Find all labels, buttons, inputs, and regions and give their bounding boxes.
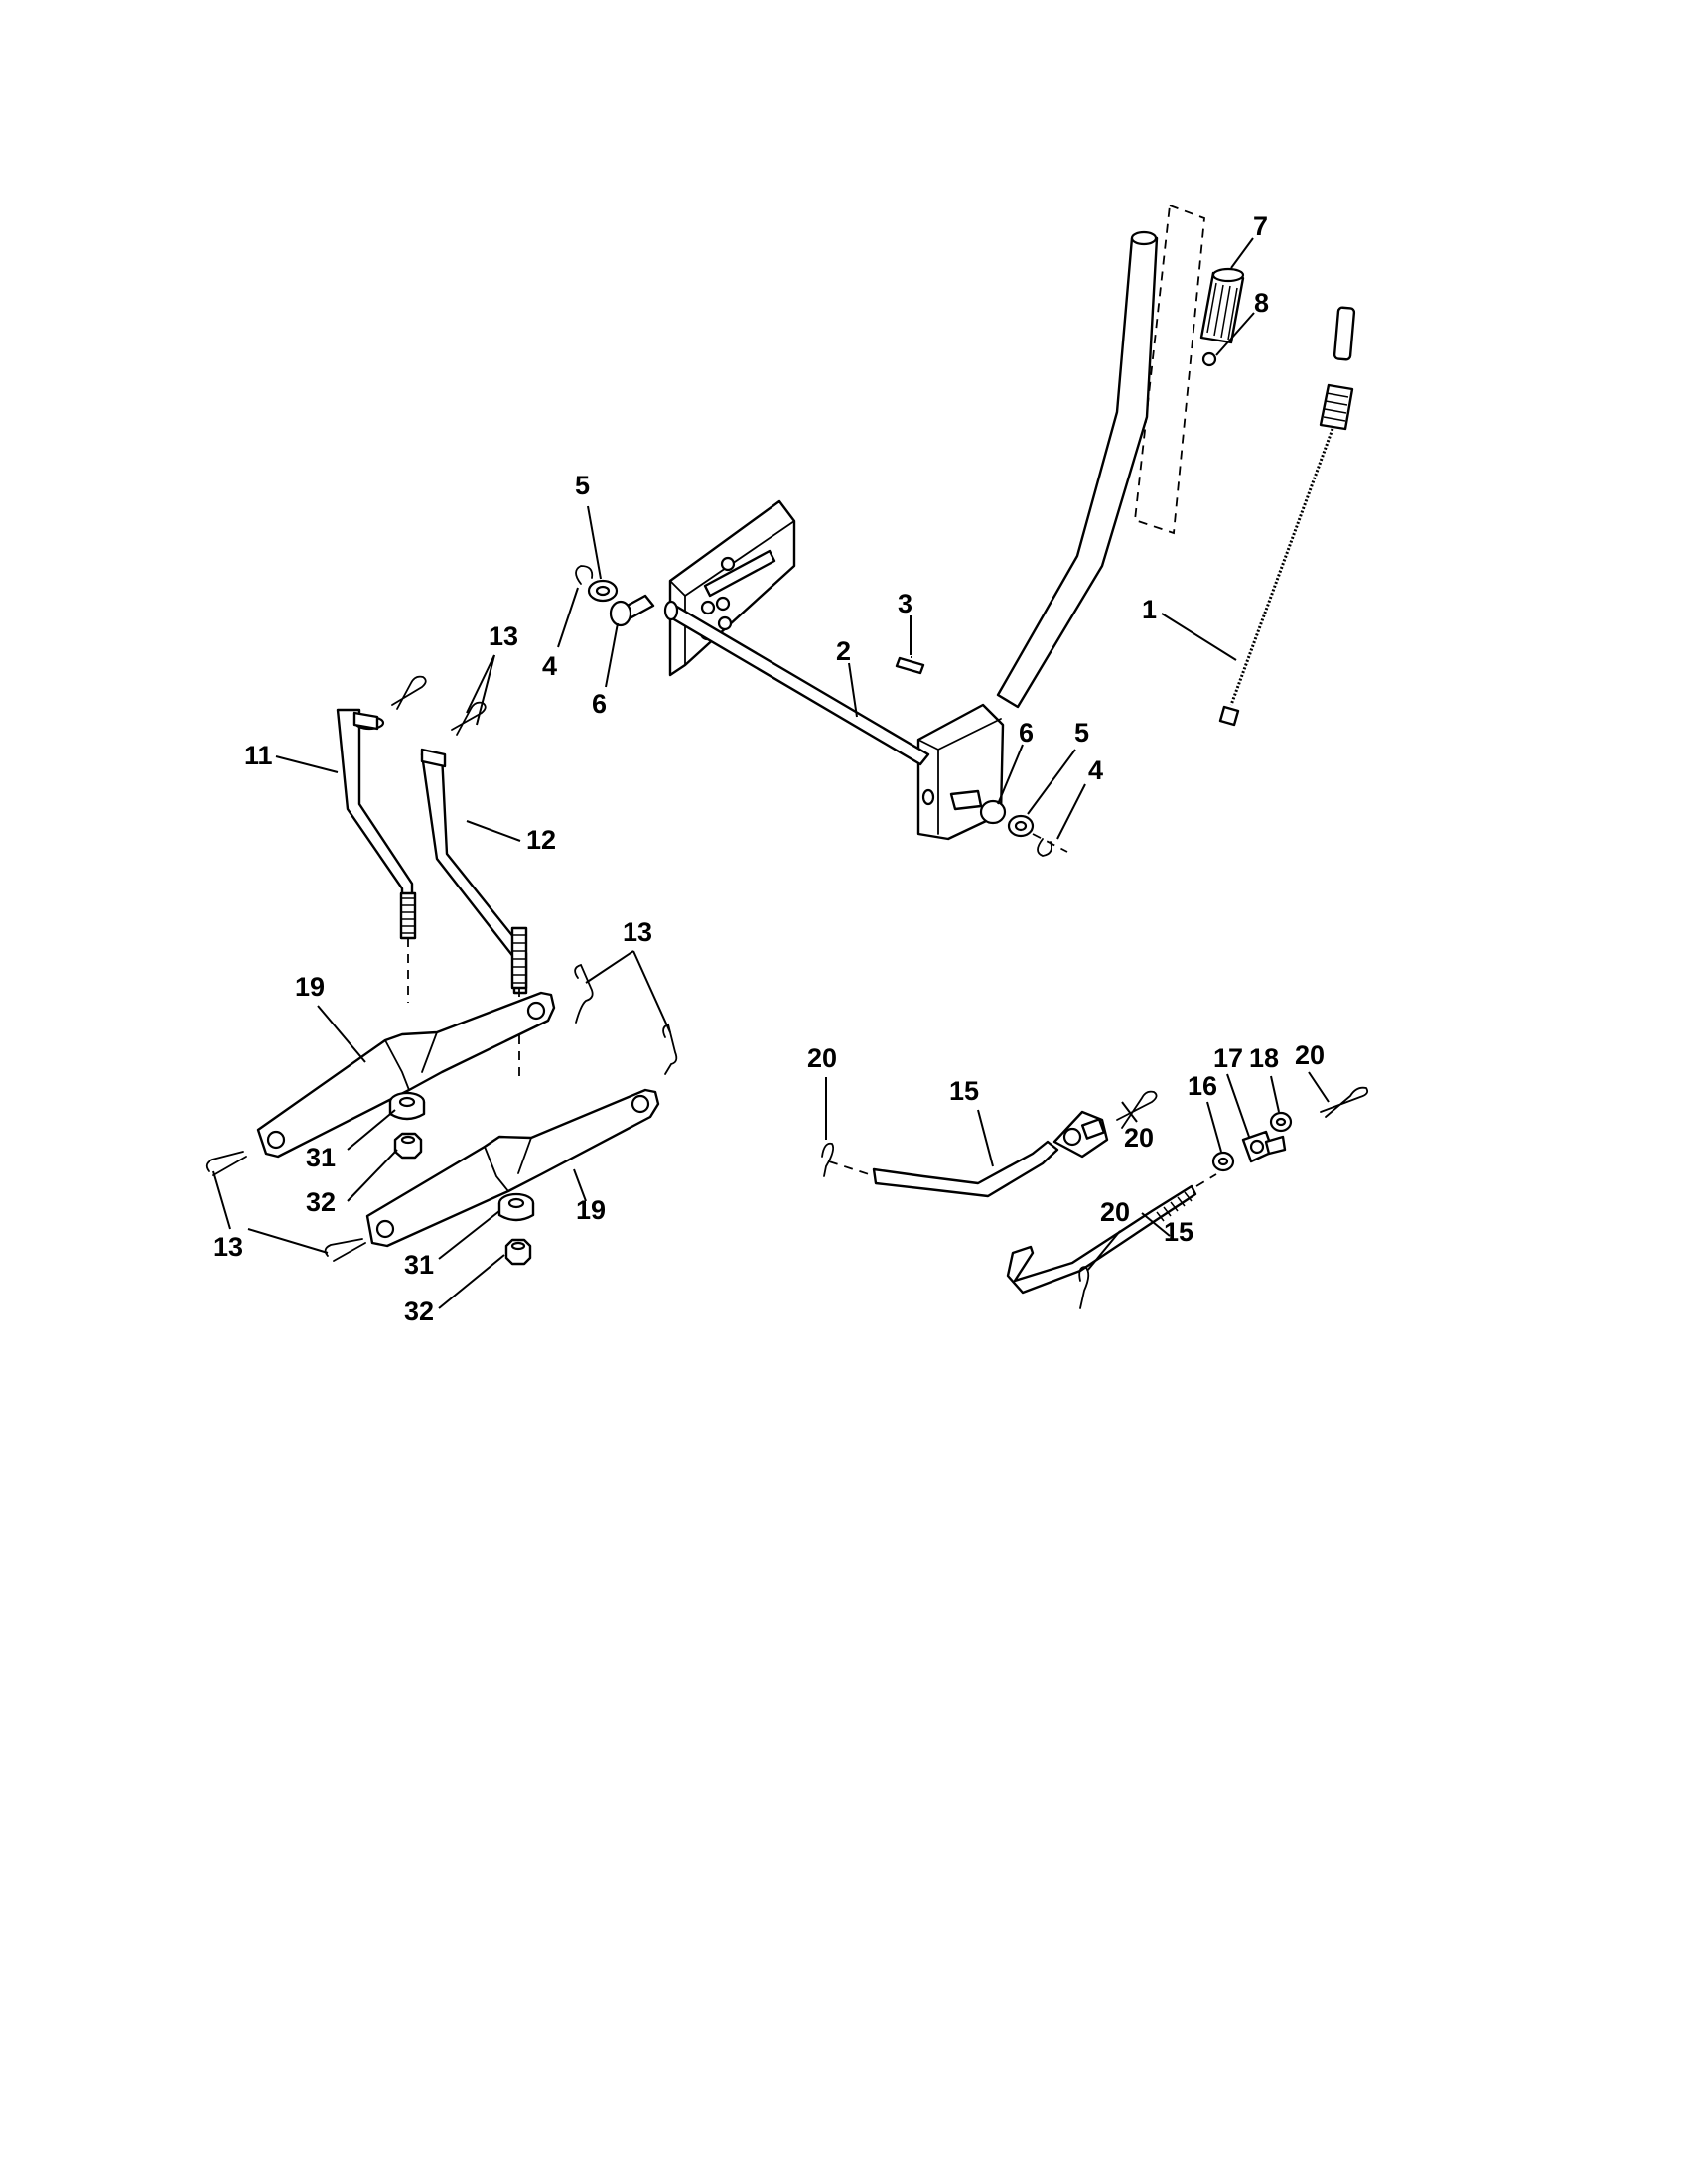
lift-link-left: [336, 708, 417, 1003]
label-part-20: 20: [1295, 1040, 1325, 1070]
label-part-32: 32: [306, 1187, 336, 1217]
lift-arm-lower: [365, 1088, 660, 1248]
hairpin-clips-right: [574, 963, 678, 1075]
label-part-15: 15: [949, 1076, 979, 1106]
cross-shaft: [663, 600, 930, 766]
lift-lever: [916, 204, 1205, 841]
label-part-5: 5: [1074, 718, 1089, 748]
hairpin-clips-top: [391, 675, 487, 736]
lift-rod-lower: [1006, 1173, 1217, 1295]
lift-arm-upper: [256, 991, 556, 1159]
washer-16: [1211, 1151, 1235, 1172]
label-part-13: 13: [213, 1232, 243, 1262]
right-bearing-group: [949, 789, 1068, 857]
lift-cable: [1218, 306, 1356, 727]
label-part-20: 20: [1100, 1197, 1130, 1227]
label-part-18: 18: [1249, 1043, 1279, 1073]
hairpin-clips-20: [821, 1086, 1369, 1309]
part-labels: 1 2 3 4 4 5 5 6 6 7 8 11 12 13 13 13 15 …: [213, 211, 1325, 1326]
label-part-6: 6: [592, 689, 607, 719]
label-part-19: 19: [295, 972, 325, 1002]
nut-18: [1269, 1111, 1293, 1133]
grip-retainer: [1201, 351, 1217, 367]
label-part-17: 17: [1213, 1043, 1243, 1073]
label-part-3: 3: [898, 589, 912, 618]
spacer-lower: [497, 1192, 535, 1222]
nut-upper: [393, 1132, 423, 1160]
label-part-5: 5: [575, 471, 590, 500]
label-part-31: 31: [306, 1143, 336, 1172]
hairpin-clips-left: [205, 1151, 366, 1262]
label-part-20: 20: [807, 1043, 837, 1073]
label-part-31: 31: [404, 1250, 434, 1280]
label-part-19: 19: [576, 1195, 606, 1225]
label-part-12: 12: [526, 825, 556, 855]
label-part-4: 4: [1088, 755, 1103, 785]
lift-rod-upper: [828, 1110, 1109, 1198]
spacer-upper: [388, 1091, 426, 1121]
handle-grip: [1199, 267, 1245, 344]
label-part-15: 15: [1164, 1217, 1193, 1247]
label-part-32: 32: [404, 1297, 434, 1326]
trunnion-17: [1241, 1130, 1287, 1163]
left-bearing-group: [575, 565, 655, 627]
lift-link-right: [420, 748, 528, 1082]
label-part-2: 2: [836, 636, 851, 666]
label-part-13: 13: [623, 917, 652, 947]
label-part-16: 16: [1188, 1071, 1217, 1101]
label-part-8: 8: [1254, 288, 1269, 318]
label-part-7: 7: [1253, 211, 1268, 241]
label-part-13: 13: [489, 621, 518, 651]
leader-lines: [212, 237, 1330, 1309]
label-part-1: 1: [1142, 595, 1157, 624]
label-part-6: 6: [1019, 718, 1034, 748]
nut-lower: [504, 1238, 532, 1266]
label-part-4: 4: [542, 651, 557, 681]
label-part-11: 11: [244, 741, 273, 770]
label-part-20: 20: [1124, 1123, 1154, 1153]
